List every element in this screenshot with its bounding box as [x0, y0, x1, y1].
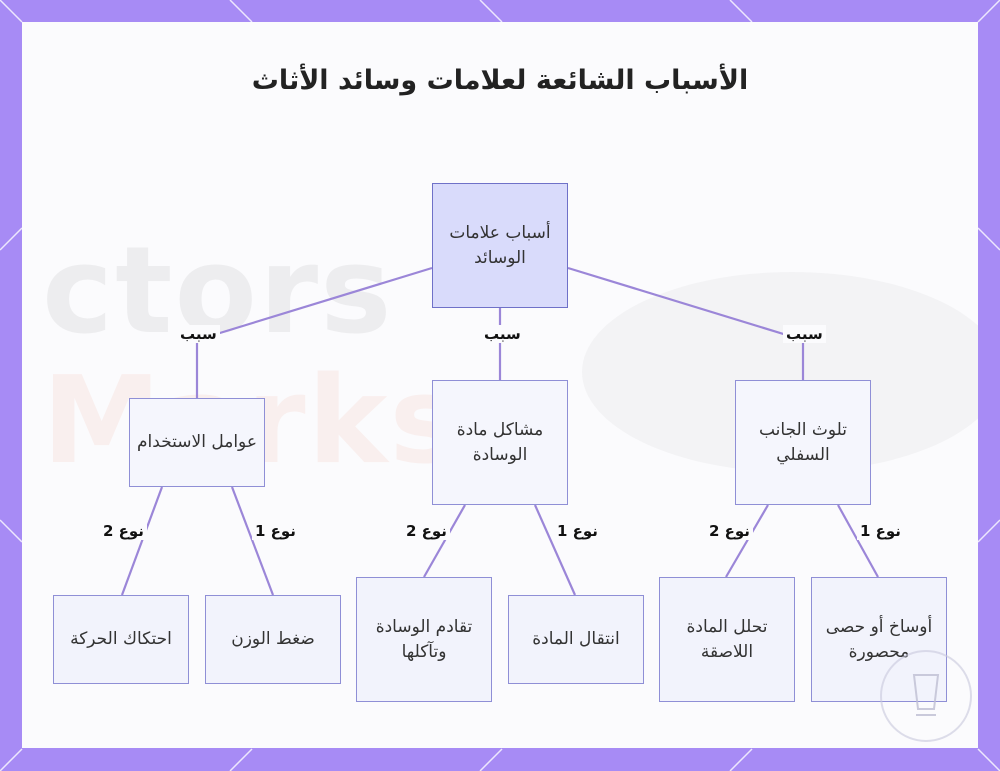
edge-usage-weight [230, 486, 275, 596]
diagram-title: الأسباب الشائعة لعلامات وسائد الأثاث [251, 65, 749, 96]
node-label: تحلل المادة اللاصقة [686, 616, 768, 662]
edge-root-contamination [567, 266, 804, 342]
node-label: أسباب علامات الوسائد [449, 222, 551, 268]
node-label: عوامل الاستخدام [137, 432, 257, 453]
edge-root-usage [196, 266, 433, 342]
edge-label-type2: نوع 2 [706, 522, 753, 540]
node-label: تقادم الوسادة وتآكلها [375, 616, 473, 662]
node-underside-contamination: تلوث الجانب السفلي [735, 380, 871, 505]
node-usage-factors: عوامل الاستخدام [129, 398, 265, 487]
node-label: مشاكل مادة الوسادة [456, 419, 544, 465]
edge-material-aging [423, 504, 466, 578]
node-weight-pressure: ضغط الوزن [205, 595, 341, 684]
node-label: أوساخ أو حصى محصورة [825, 616, 933, 662]
edge-label-cause: سبب [177, 325, 220, 343]
node-adhesive-degradation: تحلل المادة اللاصقة [659, 577, 795, 702]
edge-label-cause: سبب [783, 325, 826, 343]
edge-label-type1: نوع 1 [252, 522, 299, 540]
node-label: احتكاك الحركة [70, 629, 172, 650]
node-root-causes: أسباب علامات الوسائد [432, 183, 568, 308]
edge-label-type1: نوع 1 [857, 522, 904, 540]
node-aging-wear: تقادم الوسادة وتآكلها [356, 577, 492, 702]
edge-material-migration [533, 504, 577, 596]
edge-label-cause: سبب [481, 325, 524, 343]
watermark-logo-icon [880, 650, 972, 742]
node-motion-friction: احتكاك الحركة [53, 595, 189, 684]
edge-contam-adhesive [725, 504, 769, 578]
node-label: ضغط الوزن [231, 629, 315, 650]
node-material-migration: انتقال المادة [508, 595, 644, 684]
edge-label-type2: نوع 2 [403, 522, 450, 540]
node-material-issues: مشاكل مادة الوسادة [432, 380, 568, 505]
node-label: انتقال المادة [532, 629, 620, 650]
edge-usage-friction [120, 486, 164, 596]
edge-label-type1: نوع 1 [554, 522, 601, 540]
edge-contam-debris [837, 504, 879, 578]
node-label: تلوث الجانب السفلي [758, 419, 848, 465]
edge-label-type2: نوع 2 [100, 522, 147, 540]
